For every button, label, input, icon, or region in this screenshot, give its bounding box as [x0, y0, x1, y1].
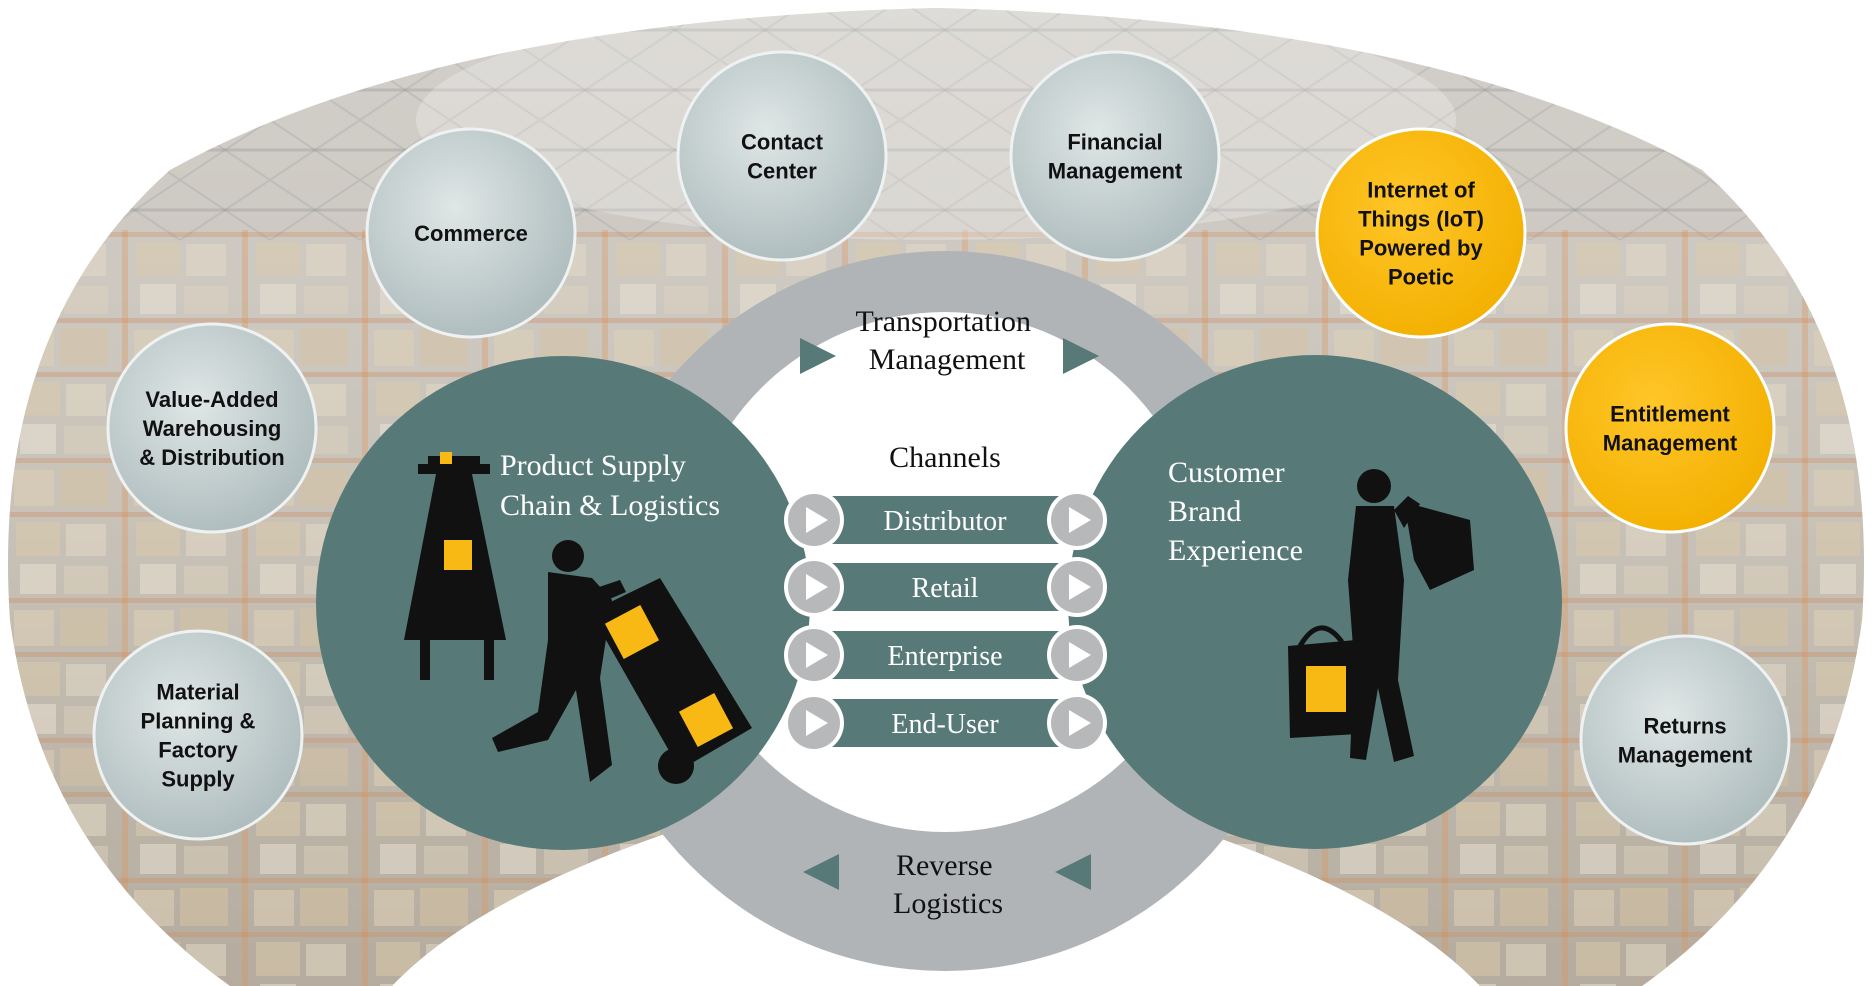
channel-play-button-icon — [784, 693, 844, 753]
satellite-bubble — [1315, 127, 1527, 339]
transport-arrow-right-icon — [1063, 338, 1099, 374]
satellite-bubble — [106, 322, 318, 534]
product-supply-label: Product Supply Chain & Logistics — [500, 449, 720, 522]
channel-bar — [822, 699, 1068, 747]
channel-distributor: Distributor — [784, 490, 1107, 550]
channel-play-button-icon — [784, 625, 844, 685]
channel-bar — [822, 496, 1068, 544]
satellite-bubble — [676, 50, 888, 262]
channel-bar — [822, 563, 1068, 611]
channel-play-button-icon — [1047, 490, 1107, 550]
satellite-bubble — [1579, 634, 1791, 846]
reverse-arrow-left-icon — [803, 854, 839, 890]
satellite-bubble — [92, 629, 304, 841]
transport-arrow-left-icon — [800, 338, 836, 374]
reverse-logistics-label: Reverse Logistics — [893, 849, 1003, 920]
satellite-bubble — [1009, 50, 1221, 262]
customer-brand-label: Customer Brand Experience — [1168, 456, 1303, 567]
worker-hand-truck-icon — [492, 540, 752, 784]
channel-play-button-icon — [1047, 625, 1107, 685]
channel-label: Enterprise — [887, 641, 1002, 672]
channel-end-user: End-User — [784, 693, 1107, 753]
channel-label: Distributor — [884, 506, 1008, 537]
reverse-arrow-right-icon — [1055, 854, 1091, 890]
channel-play-button-icon — [784, 490, 844, 550]
satellite-bubble — [365, 127, 577, 339]
satellite-commerce: Commerce — [365, 127, 577, 339]
channel-play-button-icon — [784, 557, 844, 617]
satellite-label: Commerce — [414, 221, 528, 246]
satellite-bubble — [1564, 322, 1776, 534]
shopper-icon — [1288, 469, 1474, 762]
conveyor-icon — [404, 452, 506, 680]
channel-bar — [822, 631, 1068, 679]
channel-enterprise: Enterprise — [784, 625, 1107, 685]
channel-retail: Retail — [784, 557, 1107, 617]
channel-label: End-User — [891, 709, 999, 740]
channels-title: Channels — [889, 441, 1001, 474]
customer-brand-hub — [1068, 355, 1562, 849]
channel-label: Retail — [912, 573, 979, 604]
channel-play-button-icon — [1047, 557, 1107, 617]
transportation-management-label: Transportation Management — [855, 305, 1038, 376]
channel-play-button-icon — [1047, 693, 1107, 753]
